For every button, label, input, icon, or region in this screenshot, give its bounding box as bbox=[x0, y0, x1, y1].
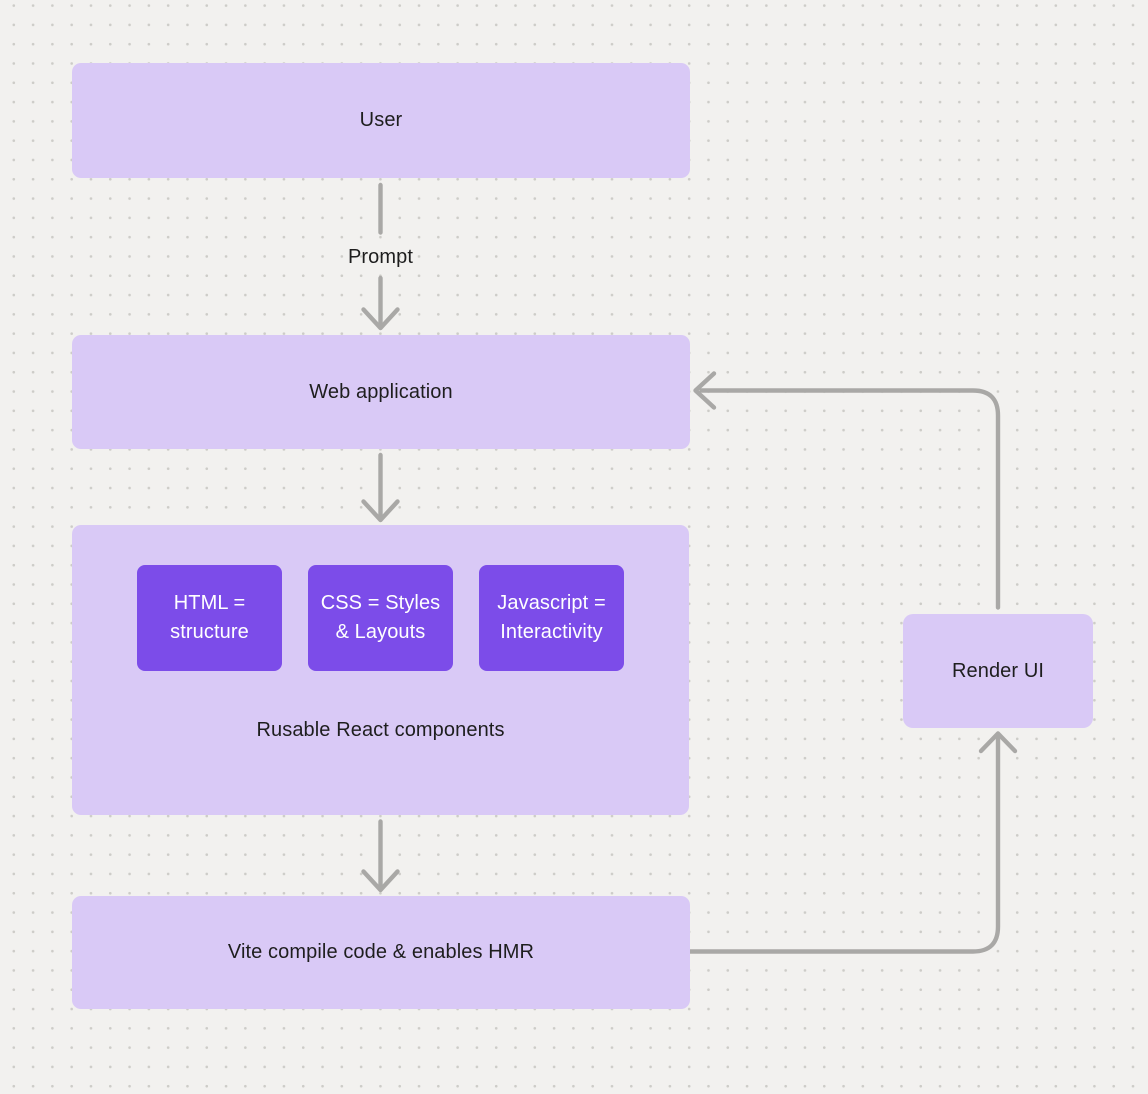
node-render-ui[interactable]: Render UI bbox=[903, 614, 1093, 728]
node-web-application[interactable]: Web application bbox=[72, 335, 690, 449]
edge-vite-render-ui bbox=[687, 731, 1018, 954]
chip-html-label: HTML = structure bbox=[170, 592, 249, 643]
components-row: HTML = structure CSS = Styles & Layouts … bbox=[72, 565, 689, 671]
node-vite-label: Vite compile code & enables HMR bbox=[227, 941, 535, 963]
edge-web-application-components bbox=[361, 452, 400, 523]
chip-javascript[interactable]: Javascript = Interactivity bbox=[479, 565, 624, 671]
node-components-group[interactable]: HTML = structure CSS = Styles & Layouts … bbox=[72, 525, 689, 815]
edge-render-ui-web-application bbox=[693, 371, 1001, 610]
edge-label-prompt[interactable]: Prompt bbox=[347, 246, 414, 268]
components-group-label: Rusable React components bbox=[256, 719, 505, 741]
node-vite[interactable]: Vite compile code & enables HMR bbox=[72, 896, 690, 1009]
chip-html[interactable]: HTML = structure bbox=[137, 565, 282, 671]
node-web-application-label: Web application bbox=[309, 380, 453, 403]
node-user[interactable]: User bbox=[72, 63, 690, 178]
chip-css[interactable]: CSS = Styles & Layouts bbox=[308, 565, 453, 671]
chip-javascript-label: Javascript = Interactivity bbox=[497, 592, 606, 643]
node-user-label: User bbox=[359, 109, 403, 131]
node-render-ui-label: Render UI bbox=[951, 659, 1045, 682]
edge-components-vite bbox=[361, 819, 400, 893]
chip-css-label: CSS = Styles & Layouts bbox=[320, 592, 441, 643]
